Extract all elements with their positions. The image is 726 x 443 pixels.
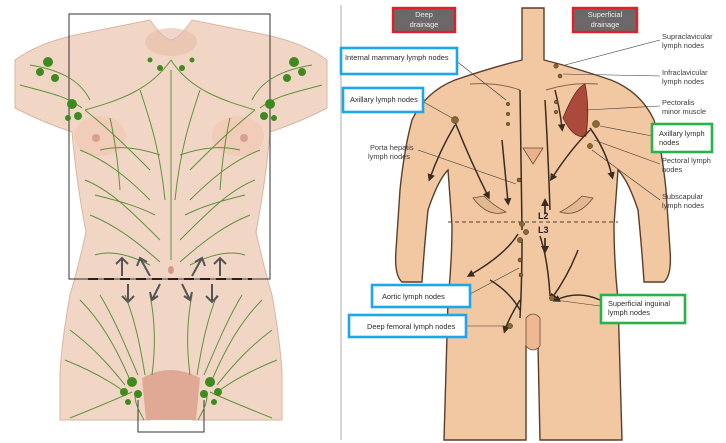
porta-hepatis-label-2: lymph nodes (368, 152, 410, 161)
deep-drainage-header: Deep drainage (391, 6, 457, 34)
superficial-inguinal-label-2: lymph nodes (608, 308, 650, 317)
superficial-inguinal-label-1: Superficial inguinal (608, 299, 670, 308)
superficial-drainage-header: Superficial drainage (571, 6, 639, 34)
pectoral-label-2: nodes (662, 165, 682, 174)
level-l3-label: L3 (538, 225, 549, 235)
superficial-drainage-line2: drainage (591, 20, 620, 29)
axillary-left-box: Axillary lymph nodes (341, 86, 425, 114)
porta-hepatis-label-1: Porta hepatis (370, 143, 414, 152)
deep-femoral-label: Deep femoral lymph nodes (367, 322, 456, 331)
infraclavicular-label-2: lymph nodes (662, 77, 704, 86)
pectoralis-label-1: Pectoralis (662, 98, 695, 107)
deep-femoral-box: Deep femoral lymph nodes (347, 313, 468, 339)
deep-drainage-line1: Deep (415, 10, 433, 19)
subscapular-label-2: lymph nodes (662, 201, 704, 210)
left-breast-left (74, 116, 126, 156)
aortic-label: Aortic lymph nodes (382, 292, 445, 301)
subscapular-label-1: Subscapular (662, 192, 704, 201)
axillary-left-label: Axillary lymph nodes (350, 95, 418, 104)
right-sternum (522, 147, 544, 165)
left-lymph-nodes (36, 57, 306, 405)
left-neck-shadow (145, 28, 197, 56)
pectoralis-muscle (562, 83, 589, 137)
left-lower-guide-box (137, 400, 205, 433)
axillary-right-label-1: Axillary lymph (659, 129, 705, 138)
pectoralis-label-2: minor muscle (662, 107, 706, 116)
right-node-dots (451, 63, 600, 329)
right-drainage-vessels (427, 89, 615, 334)
left-pubic-region (142, 370, 200, 420)
left-navel (168, 266, 174, 274)
supraclavicular-label-2: lymph nodes (662, 41, 704, 50)
right-genital-outline (525, 313, 541, 351)
superficial-drainage-line1: Superficial (588, 10, 623, 19)
right-rib-right (558, 195, 594, 214)
superficial-inguinal-box: Superficial inguinal lymph nodes (599, 293, 687, 325)
left-nipple-right (240, 134, 248, 142)
left-watershed-arrows (115, 256, 227, 304)
left-lymph-vessels (19, 59, 323, 421)
left-nipple-left (92, 134, 100, 142)
pectoral-label-1: Pectoral lymph (662, 156, 711, 165)
superficial-drainage-box (571, 6, 639, 34)
internal-mammary-label: Internal mammary lymph nodes (345, 53, 449, 62)
right-clavicle-right (545, 83, 599, 91)
axillary-right-box: Axillary lymph nodes (650, 122, 714, 154)
deep-drainage-line2: drainage (410, 20, 439, 29)
right-rib-left (472, 195, 508, 214)
level-l2-label: L2 (538, 211, 549, 221)
deep-drainage-box (391, 6, 457, 34)
internal-mammary-box: Internal mammary lymph nodes (339, 46, 459, 76)
aortic-box: Aortic lymph nodes (370, 283, 472, 309)
right-clavicle-left (469, 83, 521, 91)
supraclavicular-label-1: Supraclavicular (662, 32, 713, 41)
axillary-right-label-2: nodes (659, 138, 679, 147)
infraclavicular-label-1: Infraclavicular (662, 68, 708, 77)
right-leader-lines (417, 39, 661, 327)
left-panel-torso (14, 13, 328, 433)
